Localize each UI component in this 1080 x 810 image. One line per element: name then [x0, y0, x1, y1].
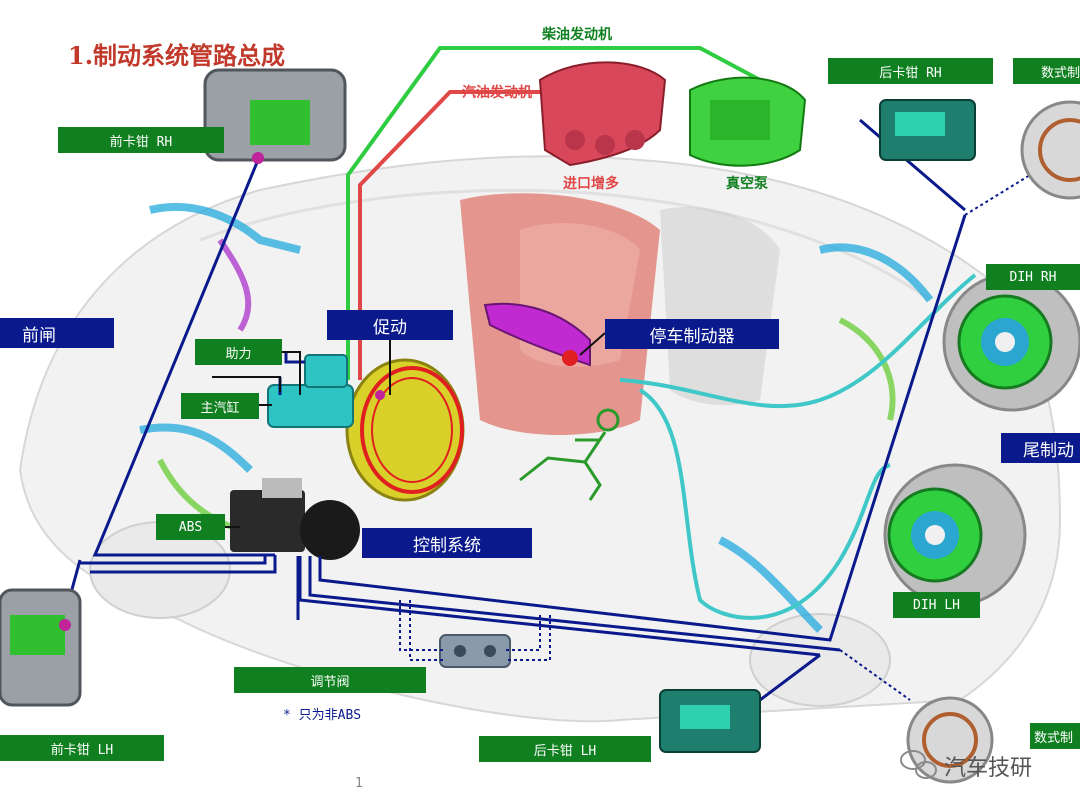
master-cylinder-part	[267, 354, 354, 428]
rear-caliper-rh-label: 后卡钳 RH	[828, 58, 993, 84]
vacuum-pump-part	[689, 76, 807, 167]
parking-brake-label: 停车制动器	[605, 319, 779, 349]
watermark-text: 汽车技研	[944, 756, 1033, 781]
seated-driver-figure	[519, 408, 620, 501]
master-cylinder-label: 主汽缸	[181, 393, 259, 419]
front-caliper-lh-label: 前卡钳 LH	[0, 735, 164, 761]
vacuum-pump-label: 真空泵	[726, 176, 768, 192]
drum-brake-top-part	[1020, 100, 1080, 200]
drum-brake-top-label: 数式制	[1013, 58, 1080, 84]
page-title: 1.制动系统管路总成	[68, 41, 286, 70]
intake-manifold-label: 进口增多	[563, 176, 619, 192]
brake-lines	[63, 118, 967, 702]
drum-brake-bottom-part	[906, 696, 994, 784]
abs-label: ABS	[156, 514, 225, 540]
front-caliper-lh-part	[0, 588, 82, 707]
brake-booster-part	[345, 358, 465, 502]
front-brake-label: 前闸	[0, 318, 114, 348]
regulator-valve-label: 调节阀	[234, 667, 426, 693]
diesel-vacuum-line	[346, 46, 761, 380]
intake-manifold-part	[538, 61, 667, 167]
booster-drive-label: 促动	[327, 310, 453, 340]
control-system-label: 控制系统	[362, 528, 532, 558]
front-caliper-rh-part	[203, 68, 347, 164]
booster-label: 助力	[195, 339, 282, 365]
rear-caliper-lh-label: 后卡钳 LH	[479, 736, 651, 762]
diesel-engine-label: 柴油发动机	[542, 27, 612, 43]
page-number: 1	[355, 776, 364, 791]
gasoline-engine-label: 汽油发动机	[462, 85, 532, 101]
rear-brake-label: 尾制动	[1001, 433, 1080, 463]
front-caliper-rh-label: 前卡钳 RH	[58, 127, 224, 153]
abs-unit-part	[230, 478, 360, 560]
rear-caliper-rh-part	[879, 99, 976, 161]
dih-rh-disc-part	[942, 272, 1080, 412]
non-abs-note: * 只为非ABS	[283, 708, 362, 723]
dih-lh-disc-part	[883, 463, 1027, 607]
regulator-valve-part	[439, 634, 511, 668]
label-leader-lines	[212, 332, 606, 528]
wechat-watermark-icon	[900, 750, 937, 779]
rear-caliper-lh-part	[659, 689, 761, 753]
parking-brake-cable	[619, 273, 977, 620]
gasoline-vacuum-line	[358, 90, 540, 380]
drum-brake-bottom-label: 数式制	[1030, 723, 1080, 749]
dih-rh-label: DIH RH	[986, 264, 1080, 290]
parking-brake-lever-part	[483, 302, 591, 367]
non-abs-dashed-lines	[399, 174, 1031, 701]
dih-lh-label: DIH LH	[893, 592, 980, 618]
